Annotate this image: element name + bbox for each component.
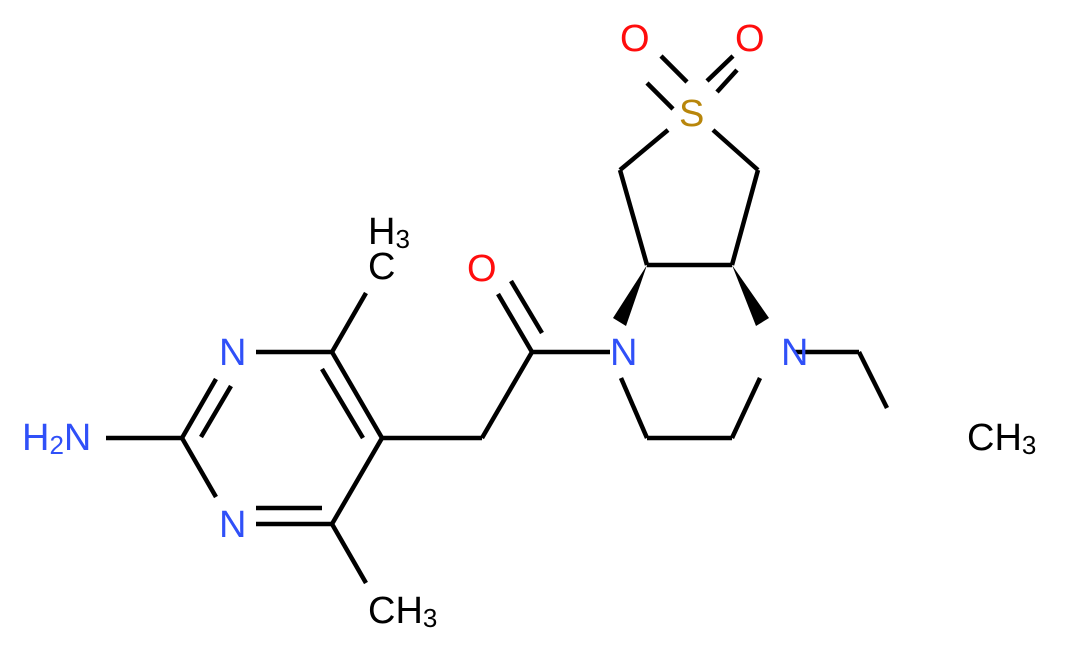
bond-c5-c4 [330,436,384,526]
bond-namide-cring1 [618,377,650,439]
bond-carbonyl-o [496,292,534,354]
bond-c6-c5 [330,350,384,440]
amine-h-count: 2 [49,429,64,460]
wedge-bond-c4a-n [732,265,769,326]
pyrimidine-n1-label: N [219,332,247,374]
bond-c2-n1 [180,377,218,440]
bond-s-o1-b [659,54,689,84]
methyl-bottom-h-count: 3 [422,602,438,633]
methyl-bottom-label: CH3 [368,592,437,631]
amine-h: H [22,417,50,459]
ethyl-methyl-label: CH3 [967,419,1036,458]
carbonyl-oxygen-label: O [467,248,497,290]
bond-s-o2-b [715,68,739,94]
bond-cring2-nethyl [729,377,763,439]
bonds [106,54,890,585]
bond-n3-c2 [180,436,218,499]
methyl-bottom-ch: CH [368,590,423,632]
amine-label: H2N [22,419,91,458]
methyl-top-h3-label: H3 [368,213,410,252]
ethyl-nitrogen-label: N [781,332,809,374]
amine-n: N [63,417,92,459]
methyl-top-c-label: C [368,246,396,288]
methyl-top-h: H [368,211,396,253]
bond-cthio1-s [618,128,670,172]
pyrimidine-n3-label: N [219,504,247,546]
bond-c4-methyl [330,522,368,585]
bond-c6-c5-inner [320,367,365,440]
methyl-top-h-count: 3 [395,223,410,254]
bond-c6-methyl [330,291,368,354]
bond-s-o1-a [645,81,675,111]
bond-cethyl-ch3 [856,350,890,410]
bond-s-o2-a [705,54,735,83]
bond-cthio2-c4a [729,169,761,266]
wedge-bond-c8a-n [613,265,647,326]
bond-s-cthio2 [711,128,760,172]
bond-c8a-cthio1 [617,169,650,266]
sulfone-oxygen-1-label: O [620,18,650,60]
ethyl-methyl-h-count: 3 [1021,429,1037,460]
sulfur-label: S [679,93,705,135]
amide-nitrogen-label: N [610,332,638,374]
sulfone-oxygen-2-label: O [735,18,765,60]
bond-c2-n1-inner [199,384,233,439]
bond-ch2-carbonyl [480,350,534,440]
bond-carbonyl-o-inner [509,279,544,335]
ethyl-methyl-ch: CH [967,417,1022,459]
